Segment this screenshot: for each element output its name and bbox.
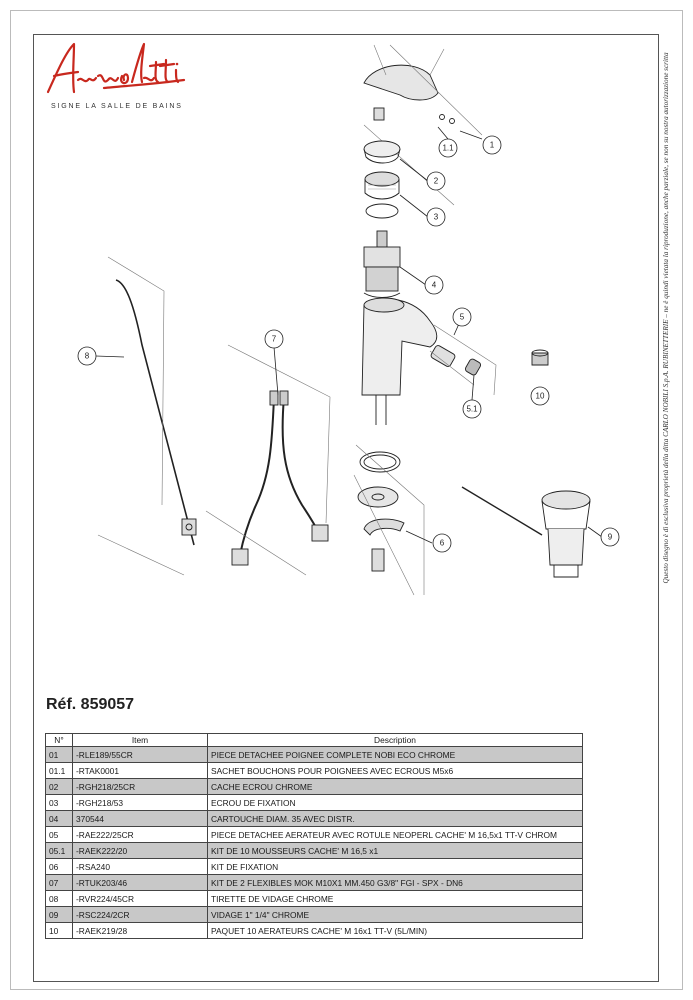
row-number: 05.1 xyxy=(45,842,73,859)
row-item-code: -RLE189/55CR xyxy=(72,746,208,763)
row-number: 03 xyxy=(45,794,73,811)
callout-9: 9 xyxy=(608,533,613,542)
callout-5: 5 xyxy=(460,313,465,322)
row-number: 07 xyxy=(45,874,73,891)
part-body-drawing xyxy=(361,297,438,425)
exploded-parts-drawing: 1 1.1 2 3 4 5 5.1 6 7 8 9 10 xyxy=(77,44,620,596)
part-waste-drawing xyxy=(461,486,591,578)
brand-tagline: SIGNE LA SALLE DE BAINS xyxy=(51,103,183,110)
part-fixing-kit-drawing xyxy=(353,444,425,596)
row-item-code: -RGH218/25CR xyxy=(72,778,208,795)
row-description: CARTOUCHE DIAM. 35 AVEC DISTR. xyxy=(207,810,583,827)
row-item-code: -RSA240 xyxy=(72,858,208,875)
header-item: Item xyxy=(72,733,208,747)
part-handle-drawing xyxy=(363,44,483,206)
sheet-frame xyxy=(33,34,659,982)
row-item-code: 370544 xyxy=(72,810,208,827)
callout-6: 6 xyxy=(440,539,445,548)
side-notice-text: Questo disegno è di esclusiva proprietà … xyxy=(662,51,670,584)
callout-4: 4 xyxy=(432,281,437,290)
row-number: 09 xyxy=(45,906,73,923)
callout-3: 3 xyxy=(434,213,439,222)
callout-2: 2 xyxy=(434,177,439,186)
part-rod-drawing xyxy=(97,256,197,576)
side-notice: Questo disegno è di esclusiva proprietà … xyxy=(659,35,673,600)
row-item-code: -RAEK222/20 xyxy=(72,842,208,859)
callout-10: 10 xyxy=(536,392,545,401)
row-item-code: -RTUK203/46 xyxy=(72,874,208,891)
callout-1-1: 1.1 xyxy=(442,144,454,153)
row-description: ECROU DE FIXATION xyxy=(207,794,583,811)
part-fixing-nut-drawing xyxy=(364,171,400,219)
row-description: SACHET BOUCHONS POUR POIGNEES AVEC ECROU… xyxy=(207,762,583,779)
row-description: KIT DE 2 FLEXIBLES MOK M10X1 MM.450 G3/8… xyxy=(207,874,583,891)
row-number: 08 xyxy=(45,890,73,907)
row-description: PIECE DETACHEE POIGNEE COMPLETE NOBI ECO… xyxy=(207,746,583,763)
callout-8: 8 xyxy=(85,352,90,361)
part-cartridge-drawing xyxy=(363,230,401,298)
callout-1: 1 xyxy=(490,141,495,150)
row-number: 06 xyxy=(45,858,73,875)
reference-number: Réf. 859057 xyxy=(46,696,135,713)
row-number: 01.1 xyxy=(45,762,73,779)
part-cap-nut-drawing xyxy=(363,140,401,164)
part-aerator-drawing xyxy=(429,324,497,396)
row-description: PAQUET 10 AERATEURS CACHE' M 16x1 TT-V (… xyxy=(207,922,583,939)
row-description: CACHE ECROU CHROME xyxy=(207,778,583,795)
row-description: TIRETTE DE VIDAGE CHROME xyxy=(207,890,583,907)
brand-logo xyxy=(46,42,186,94)
callout-5-1: 5.1 xyxy=(466,405,478,414)
row-description: KIT DE FIXATION xyxy=(207,858,583,875)
header-description: Description xyxy=(207,733,583,747)
row-number: 10 xyxy=(45,922,73,939)
callout-7: 7 xyxy=(272,335,277,344)
parts-table-header: N° Item Description xyxy=(45,733,583,747)
row-item-code: -RGH218/53 xyxy=(72,794,208,811)
sheet-outer-border xyxy=(10,10,683,990)
row-number: 04 xyxy=(45,810,73,827)
row-number: 01 xyxy=(45,746,73,763)
header-number: N° xyxy=(45,733,73,747)
row-number: 02 xyxy=(45,778,73,795)
row-item-code: -RVR224/45CR xyxy=(72,890,208,907)
part-aerator-pack-drawing xyxy=(531,349,549,366)
row-description: PIECE DETACHEE AERATEUR AVEC ROTULE NEOP… xyxy=(207,826,583,843)
row-item-code: -RTAK0001 xyxy=(72,762,208,779)
row-item-code: -RSC224/2CR xyxy=(72,906,208,923)
row-item-code: -RAE222/25CR xyxy=(72,826,208,843)
row-item-code: -RAEK219/28 xyxy=(72,922,208,939)
part-flex-hoses-drawing xyxy=(205,344,331,576)
row-description: VIDAGE 1" 1/4" CHROME xyxy=(207,906,583,923)
row-description: KIT DE 10 MOUSSEURS CACHE' M 16,5 x1 xyxy=(207,842,583,859)
row-number: 05 xyxy=(45,826,73,843)
